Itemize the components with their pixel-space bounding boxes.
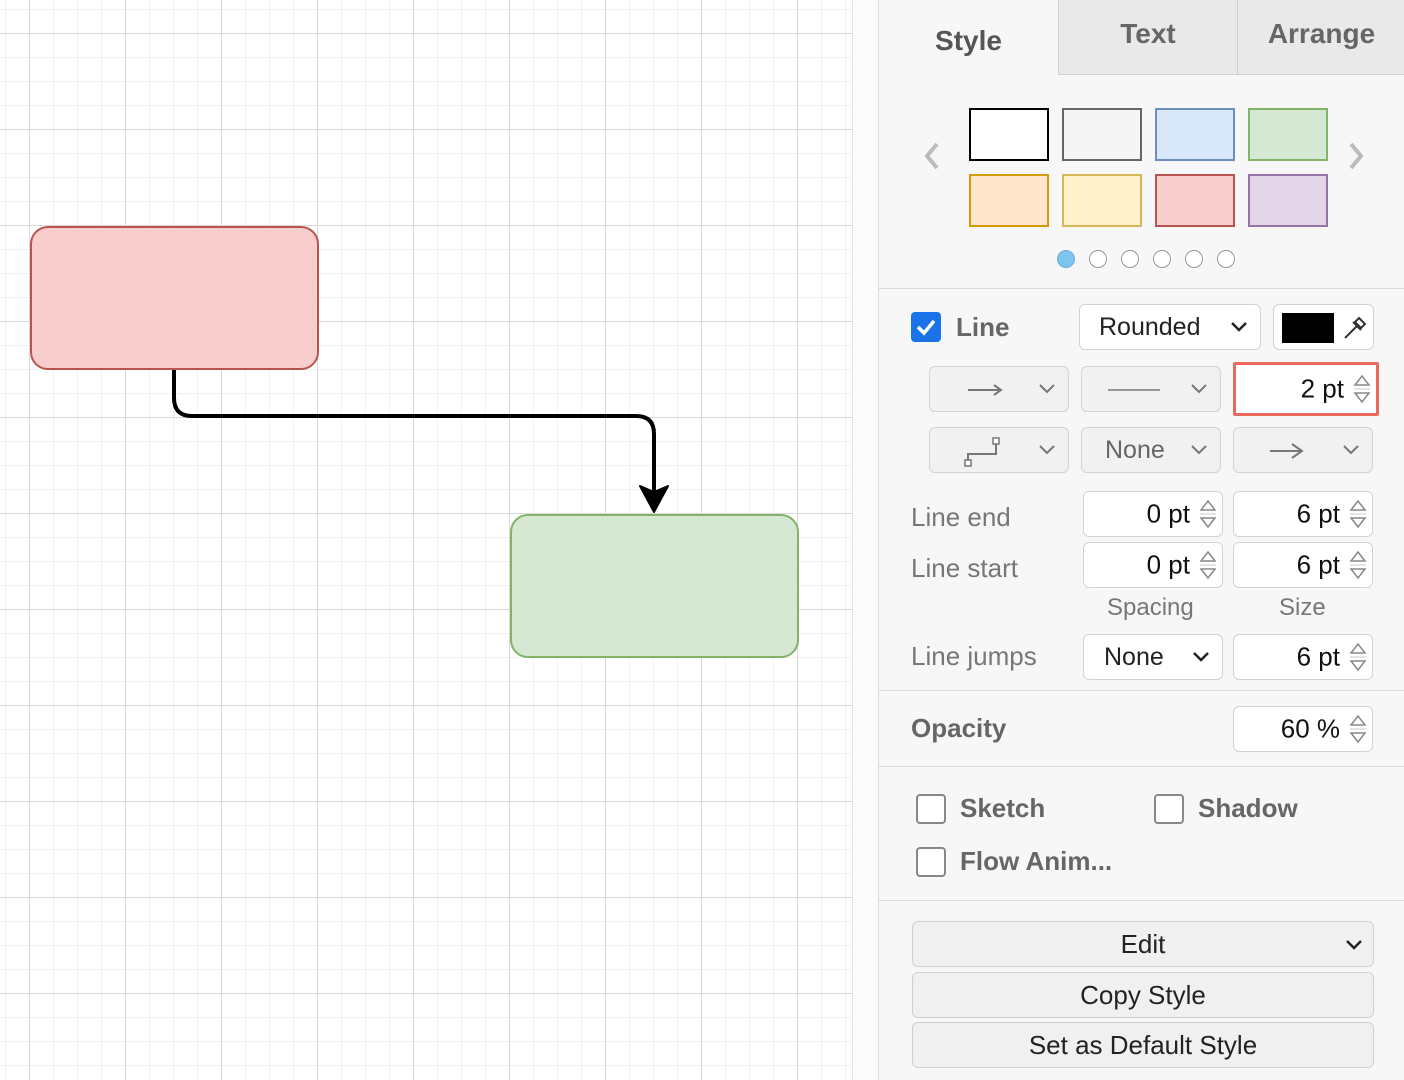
sketch-label: Sketch bbox=[960, 793, 1046, 823]
set-default-style-button[interactable]: Set as Default Style bbox=[912, 1022, 1374, 1068]
stepper-icon[interactable] bbox=[1347, 711, 1369, 747]
style-swatch[interactable] bbox=[969, 174, 1049, 227]
chevron-down-icon bbox=[1231, 322, 1247, 332]
line-start-size-input[interactable]: 6 pt bbox=[1233, 542, 1373, 588]
style-swatch[interactable] bbox=[1062, 174, 1142, 227]
style-swatch[interactable] bbox=[1062, 108, 1142, 161]
chevron-down-icon bbox=[1191, 445, 1207, 455]
chevron-down-icon bbox=[1346, 940, 1362, 950]
line-start-size-value: 6 pt bbox=[1296, 549, 1340, 580]
line-jumps-select[interactable]: None bbox=[1083, 634, 1223, 680]
line-start-spacing-value: 0 pt bbox=[1146, 549, 1190, 580]
line-jumps-value: None bbox=[1104, 642, 1164, 671]
canvas-scrollbar-area bbox=[852, 0, 878, 1080]
line-end-spacing-value: 0 pt bbox=[1146, 498, 1190, 529]
opacity-label: Opacity bbox=[911, 713, 1007, 743]
line-dash-select[interactable] bbox=[1081, 366, 1221, 412]
line-start-label: Line start bbox=[911, 553, 1018, 583]
green-rounded-rectangle[interactable] bbox=[510, 514, 799, 658]
style-swatch[interactable] bbox=[969, 108, 1049, 161]
swatch-page-dots bbox=[1057, 250, 1235, 268]
style-swatch[interactable] bbox=[1155, 108, 1235, 161]
chevron-right-icon[interactable] bbox=[1345, 140, 1367, 181]
edit-button[interactable]: Edit bbox=[912, 921, 1374, 967]
stepper-icon[interactable] bbox=[1351, 371, 1373, 407]
eyedropper-icon[interactable] bbox=[1341, 314, 1367, 342]
page-dot[interactable] bbox=[1121, 250, 1139, 268]
line-section: Line Rounded 2 pt bbox=[879, 288, 1404, 690]
line-width-input[interactable]: 2 pt bbox=[1233, 362, 1379, 416]
line-color-picker[interactable] bbox=[1273, 304, 1374, 350]
actions-section: Edit Copy Style Set as Default Style bbox=[879, 900, 1404, 1080]
stepper-icon[interactable] bbox=[1347, 496, 1369, 532]
style-swatch[interactable] bbox=[1248, 108, 1328, 161]
chevron-down-icon bbox=[1191, 384, 1207, 394]
style-swatch[interactable] bbox=[1155, 174, 1235, 227]
options-section: Sketch Shadow Flow Anim... bbox=[879, 766, 1404, 900]
line-jumps-size-input[interactable]: 6 pt bbox=[1233, 634, 1373, 680]
waypoint-orthogonal-icon bbox=[964, 437, 1000, 467]
line-style-select[interactable]: Rounded bbox=[1079, 304, 1261, 350]
chevron-down-icon bbox=[1039, 445, 1055, 455]
flow-animation-label: Flow Anim... bbox=[960, 846, 1113, 876]
shadow-checkbox[interactable] bbox=[1154, 794, 1184, 824]
checkmark-icon bbox=[916, 319, 936, 336]
line-end-size-input[interactable]: 6 pt bbox=[1233, 491, 1373, 537]
panel-tabs: Style Text Arrange bbox=[879, 0, 1404, 75]
line-start-marker-select[interactable]: None bbox=[1081, 427, 1221, 473]
stepper-icon[interactable] bbox=[1347, 547, 1369, 583]
line-style-value: Rounded bbox=[1099, 312, 1201, 341]
line-label: Line bbox=[956, 312, 1010, 342]
line-width-value: 2 pt bbox=[1300, 373, 1344, 404]
line-checkbox[interactable] bbox=[911, 312, 941, 342]
arrow-open-icon bbox=[1270, 443, 1304, 459]
opacity-input[interactable]: 60 % bbox=[1233, 706, 1373, 752]
flow-animation-checkbox[interactable] bbox=[916, 847, 946, 877]
format-panel: Style Text Arrange Line Rounded bbox=[878, 0, 1404, 1080]
page-dot[interactable] bbox=[1089, 250, 1107, 268]
line-end-size-value: 6 pt bbox=[1296, 498, 1340, 529]
spacing-caption: Spacing bbox=[1107, 594, 1194, 621]
shadow-label: Shadow bbox=[1198, 793, 1298, 823]
diagram-canvas[interactable] bbox=[0, 0, 852, 1080]
red-rounded-rectangle[interactable] bbox=[30, 226, 319, 370]
chevron-down-icon bbox=[1039, 384, 1055, 394]
size-caption: Size bbox=[1279, 594, 1326, 621]
chevron-down-icon bbox=[1343, 445, 1359, 455]
line-color-swatch bbox=[1282, 313, 1334, 343]
sketch-checkbox[interactable] bbox=[916, 794, 946, 824]
stepper-icon[interactable] bbox=[1197, 496, 1219, 532]
chevron-left-icon[interactable] bbox=[921, 140, 943, 181]
arrow-right-icon bbox=[968, 384, 1003, 396]
style-swatch[interactable] bbox=[1248, 174, 1328, 227]
set-default-style-label: Set as Default Style bbox=[1028, 1029, 1258, 1060]
line-end-spacing-input[interactable]: 0 pt bbox=[1083, 491, 1223, 537]
line-pattern-select[interactable] bbox=[929, 366, 1069, 412]
page-dot[interactable] bbox=[1185, 250, 1203, 268]
stepper-icon[interactable] bbox=[1347, 639, 1369, 675]
page-dot[interactable] bbox=[1217, 250, 1235, 268]
line-start-marker-value: None bbox=[1105, 435, 1165, 464]
opacity-value: 60 % bbox=[1280, 713, 1340, 744]
line-jumps-size-value: 6 pt bbox=[1296, 641, 1340, 672]
waypoints-select[interactable] bbox=[929, 427, 1069, 473]
line-start-spacing-input[interactable]: 0 pt bbox=[1083, 542, 1223, 588]
tab-arrange[interactable]: Arrange bbox=[1237, 0, 1404, 75]
stepper-icon[interactable] bbox=[1197, 547, 1219, 583]
page-dot[interactable] bbox=[1057, 250, 1075, 268]
tab-text[interactable]: Text bbox=[1058, 0, 1237, 75]
line-end-label: Line end bbox=[911, 502, 1011, 532]
solid-line-icon bbox=[1108, 389, 1160, 391]
connector-edge[interactable] bbox=[0, 0, 852, 1080]
opacity-section: Opacity 60 % bbox=[879, 690, 1404, 766]
page-dot[interactable] bbox=[1153, 250, 1171, 268]
copy-style-label: Copy Style bbox=[1080, 979, 1206, 1010]
copy-style-button[interactable]: Copy Style bbox=[912, 972, 1374, 1018]
line-jumps-label: Line jumps bbox=[911, 641, 1037, 671]
line-end-marker-select[interactable] bbox=[1233, 427, 1373, 473]
chevron-down-icon bbox=[1193, 652, 1209, 662]
edit-button-label: Edit bbox=[1120, 928, 1166, 959]
tab-style[interactable]: Style bbox=[879, 0, 1058, 75]
